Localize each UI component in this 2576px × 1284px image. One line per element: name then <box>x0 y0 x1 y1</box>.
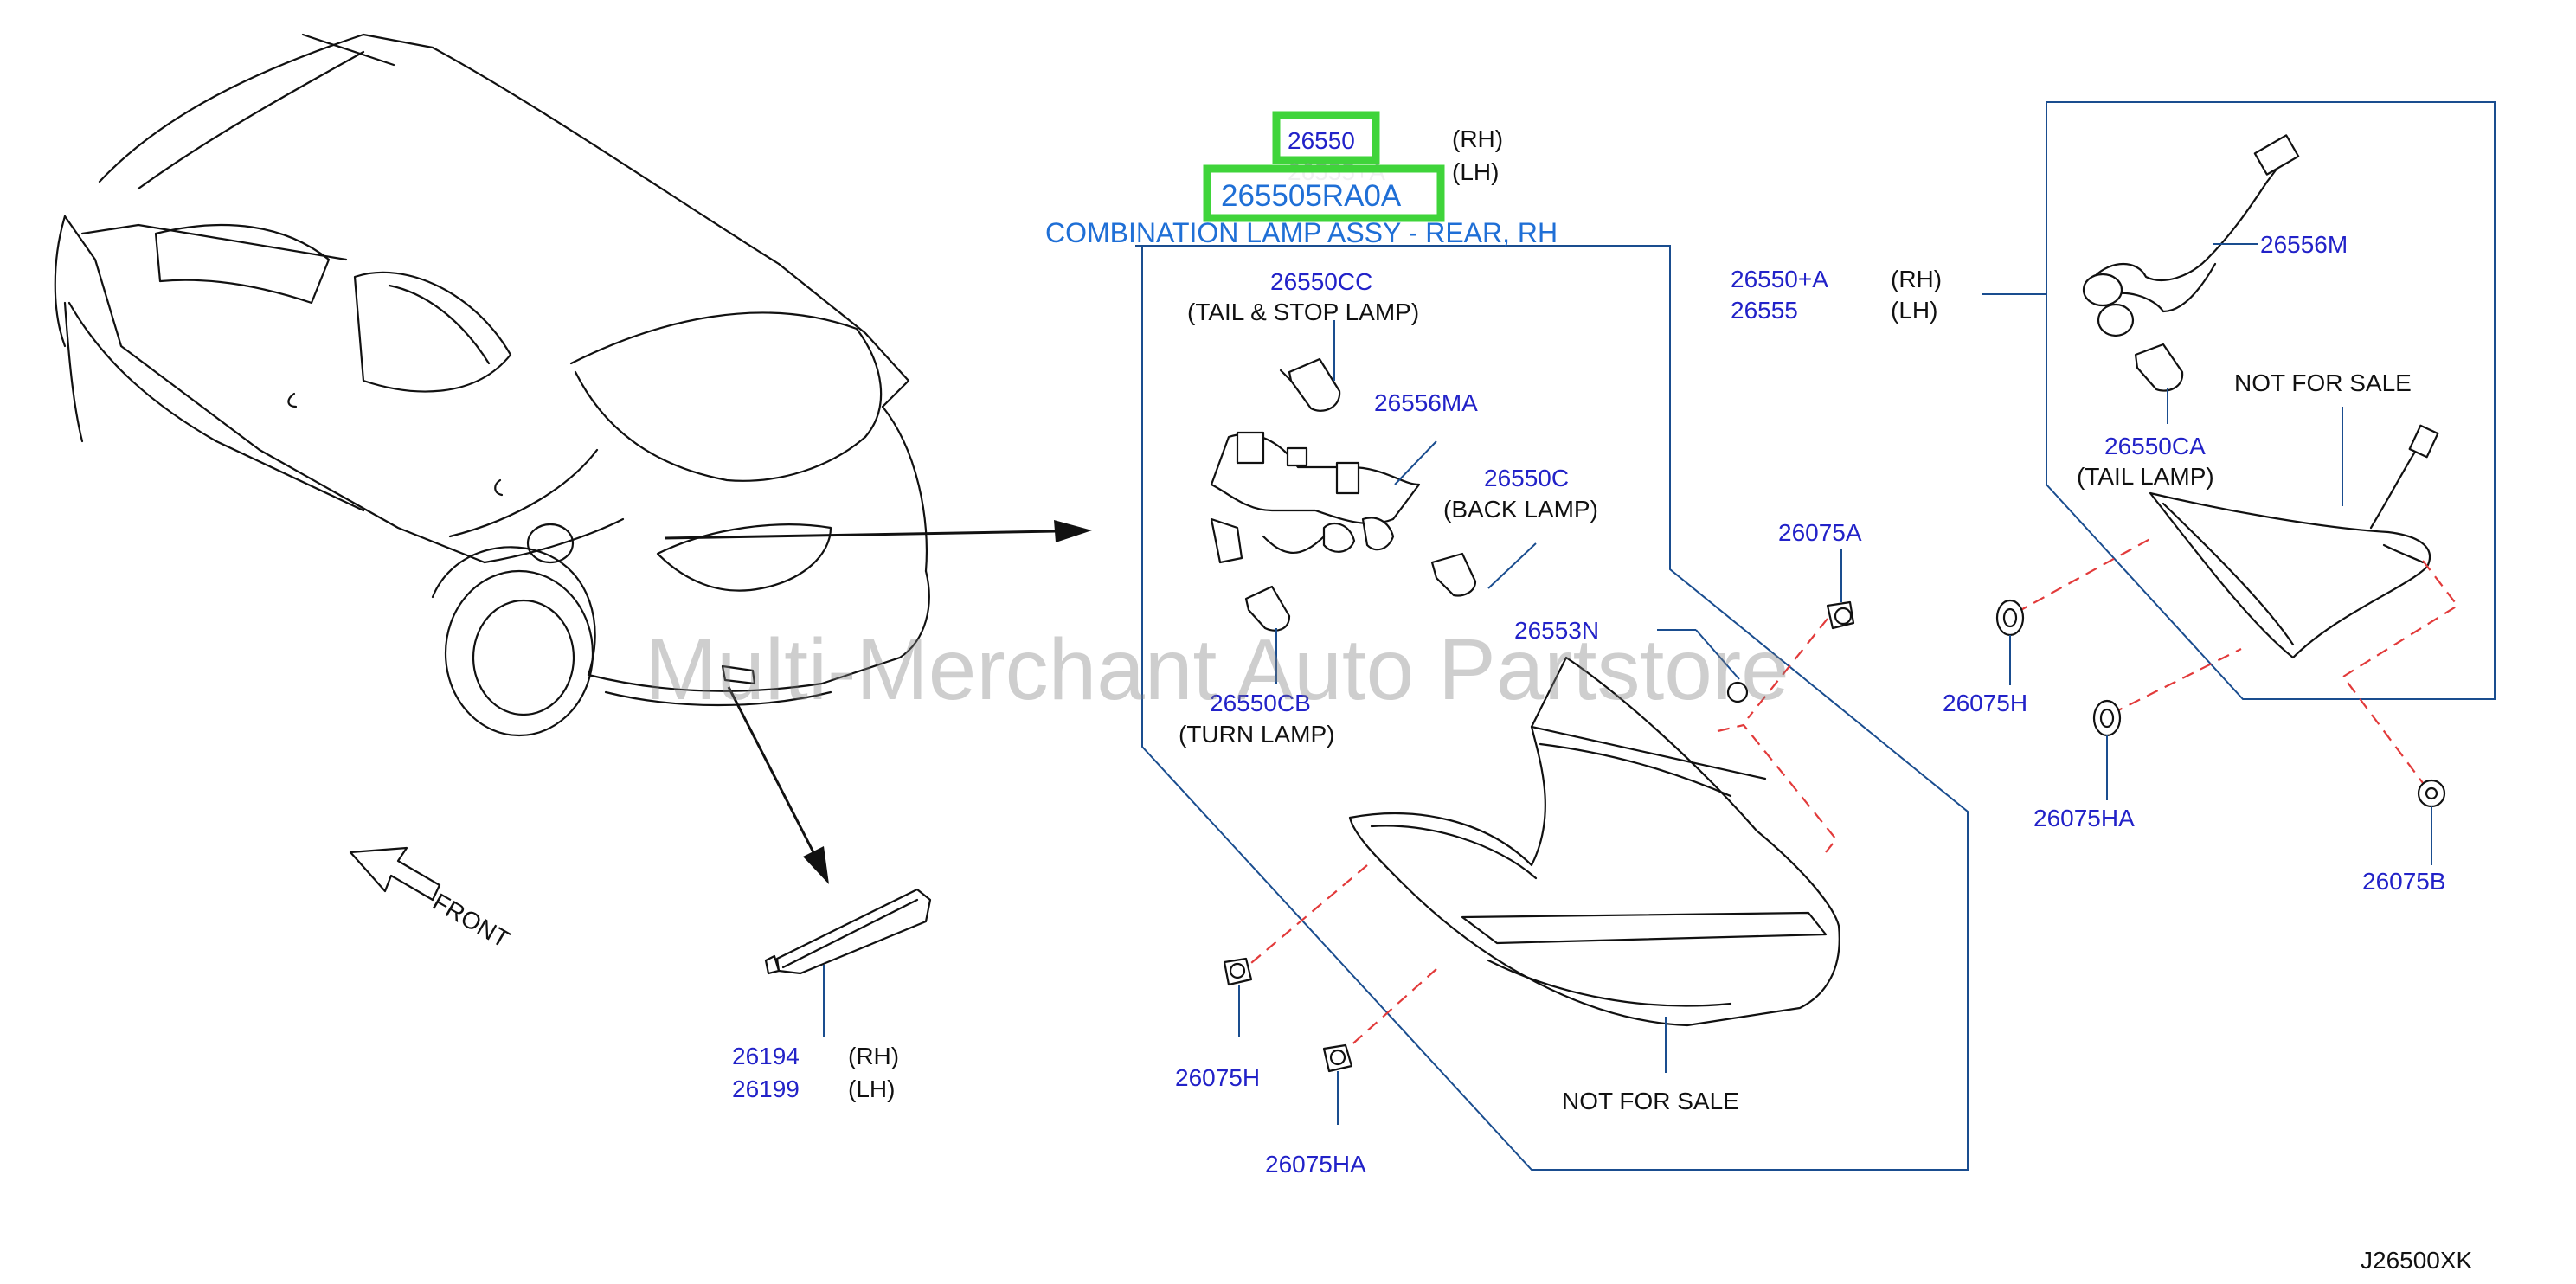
label-26550ca[interactable]: 26550CA <box>2104 433 2206 459</box>
side-lh-tag: (LH) <box>848 1075 895 1102</box>
label-26556m[interactable]: 26556M <box>2260 231 2348 258</box>
part-name: COMBINATION LAMP ASSY - REAR, RH <box>1045 217 1558 248</box>
bulb-26550ca <box>2134 343 2184 392</box>
label-tail-stop-lamp: (TAIL & STOP LAMP) <box>1187 299 1419 325</box>
label-26075ha-right[interactable]: 26075HA <box>2033 805 2135 831</box>
inner-lamp <box>2149 424 2439 659</box>
grommet-26075ha-right <box>2092 699 2122 737</box>
label-26550cb[interactable]: 26550CB <box>1210 690 1311 716</box>
pointer-arrows <box>664 520 1092 884</box>
diagram-code: J26500XK <box>2361 1247 2473 1274</box>
highlight-box-part-number <box>1272 111 1380 164</box>
label-26194[interactable]: 26194 <box>732 1043 800 1069</box>
lh-tag: (LH) <box>1452 158 1499 185</box>
harness-illustration <box>1210 357 1477 632</box>
inner-lh-tag: (LH) <box>1891 297 1937 324</box>
grommet-26075h-right <box>1995 599 2025 637</box>
highlight-box-full-part-number <box>1203 164 1445 222</box>
label-26199[interactable]: 26199 <box>732 1075 800 1102</box>
label-tail-lamp-inner: (TAIL LAMP) <box>2077 463 2214 490</box>
side-marker-lamp <box>764 888 932 975</box>
front-label: FRONT <box>428 888 514 953</box>
not-for-sale-inner: NOT FOR SALE <box>2234 369 2412 396</box>
nut-26075b <box>2417 779 2446 808</box>
label-26553n[interactable]: 26553N <box>1514 617 1599 644</box>
main-group-frame <box>1135 245 1969 1171</box>
front-direction-indicator: FRONT <box>349 846 514 953</box>
full-part-number[interactable]: 265505RA0A <box>1221 179 1402 213</box>
label-26075h-right[interactable]: 26075H <box>1943 690 2027 716</box>
side-rh-tag: (RH) <box>848 1043 899 1069</box>
label-26075h-left[interactable]: 26075H <box>1175 1064 1260 1091</box>
vehicle-illustration <box>54 33 930 737</box>
label-26550cc[interactable]: 26550CC <box>1270 268 1372 295</box>
watermark: Multi-Merchant Auto Partstore <box>645 621 1789 718</box>
grommet-26075ha-left <box>1322 1043 1353 1073</box>
label-26550a[interactable]: 26550+A <box>1731 266 1828 292</box>
label-turn-lamp: (TURN LAMP) <box>1179 721 1334 748</box>
label-26555[interactable]: 26555 <box>1731 297 1798 324</box>
not-for-sale-main: NOT FOR SALE <box>1562 1088 1739 1114</box>
inner-group-frame <box>2046 101 2496 700</box>
label-26075ha-left[interactable]: 26075HA <box>1265 1151 1366 1178</box>
inner-harness-illustration <box>2082 134 2300 337</box>
inner-rh-tag: (RH) <box>1891 266 1942 292</box>
combination-lamp-rh <box>1348 656 1840 1027</box>
label-26550c[interactable]: 26550C <box>1484 465 1569 491</box>
label-back-lamp: (BACK LAMP) <box>1443 496 1598 523</box>
rh-tag: (RH) <box>1452 125 1503 152</box>
label-26075b[interactable]: 26075B <box>2362 868 2446 895</box>
grommet-26075h-left <box>1223 957 1253 986</box>
label-26075a[interactable]: 26075A <box>1778 519 1862 546</box>
bolt-26075a <box>1826 600 1855 630</box>
highlighted-part-number[interactable]: 26550 <box>1288 127 1355 154</box>
label-26556ma[interactable]: 26556MA <box>1374 389 1478 416</box>
